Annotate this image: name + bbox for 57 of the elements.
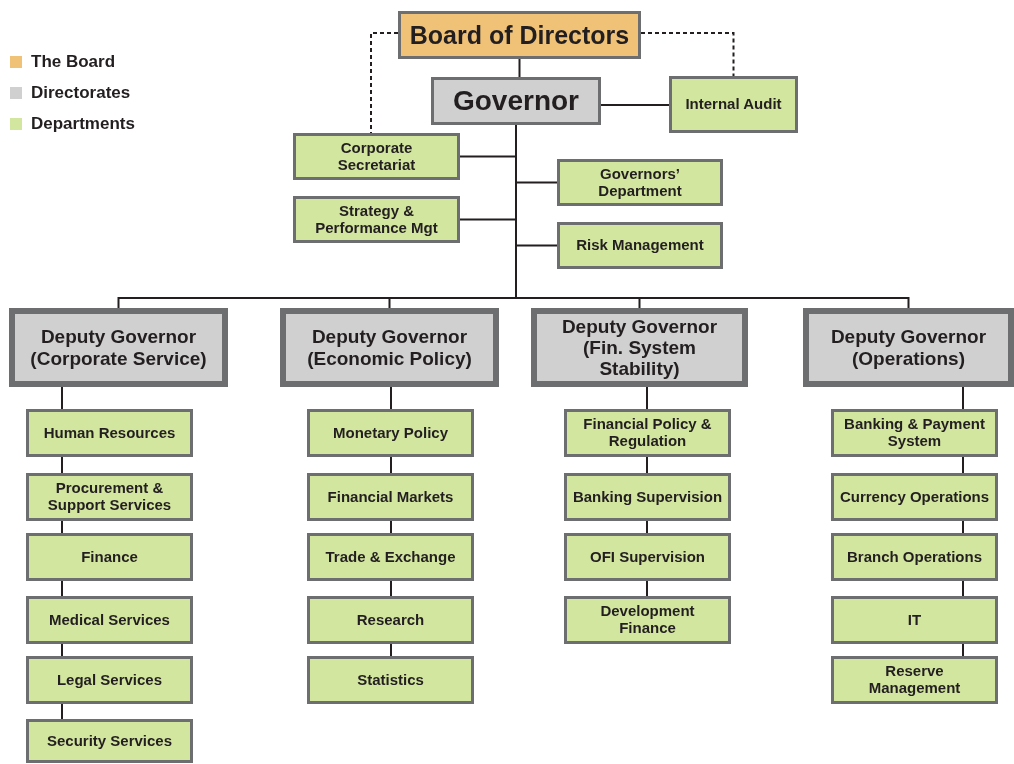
connector-line	[962, 580, 964, 597]
department-box: Financial Markets	[307, 473, 474, 521]
legend-label: The Board	[31, 52, 116, 72]
connector-line	[390, 643, 392, 657]
department-box: Corporate Secretariat	[293, 133, 460, 180]
legend-label: Directorates	[31, 83, 131, 103]
connector-line	[962, 520, 964, 534]
connector-line	[646, 580, 648, 597]
directorate-box: Deputy Governor (Operations)	[803, 308, 1014, 387]
department-box: Medical Services	[26, 596, 193, 644]
department-box: Internal Audit	[669, 76, 798, 133]
connector-line	[61, 520, 63, 534]
department-box: Legal Services	[26, 656, 193, 704]
directorate-box: Deputy Governor (Corporate Service)	[9, 308, 228, 387]
department-box: Strategy & Performance Mgt	[293, 196, 460, 243]
department-box: Statistics	[307, 656, 474, 704]
department-box: Research	[307, 596, 474, 644]
connector-line	[61, 386, 63, 410]
board-box: Board of Directors	[398, 11, 641, 59]
connector-line	[390, 386, 392, 410]
department-box: Procurement & Support Services	[26, 473, 193, 521]
connector-line	[646, 520, 648, 534]
governor-box: Governor	[431, 77, 601, 125]
department-box: Human Resources	[26, 409, 193, 457]
connector-line	[390, 456, 392, 474]
department-box: Risk Management	[557, 222, 723, 269]
dashed-connector	[640, 32, 735, 77]
department-box: Currency Operations	[831, 473, 998, 521]
department-box: Security Services	[26, 719, 193, 763]
connector-line	[646, 386, 648, 410]
connector-line	[61, 456, 63, 474]
department-box: OFI Supervision	[564, 533, 731, 581]
connector-line	[962, 643, 964, 657]
legend-label: Departments	[31, 114, 135, 134]
connector-line	[61, 580, 63, 597]
connector-line	[390, 580, 392, 597]
department-box: Finance	[26, 533, 193, 581]
connector-line	[646, 456, 648, 474]
connector-line	[61, 703, 63, 720]
department-box: Financial Policy & Regulation	[564, 409, 731, 457]
connector-line	[390, 520, 392, 534]
connector-line	[518, 58, 521, 78]
department-box: Trade & Exchange	[307, 533, 474, 581]
connector-line	[962, 386, 964, 410]
department-box: IT	[831, 596, 998, 644]
department-box: Monetary Policy	[307, 409, 474, 457]
connector-line	[600, 104, 670, 106]
department-box: Governors’ Department	[557, 159, 723, 206]
department-box: Banking Supervision	[564, 473, 731, 521]
department-box: Development Finance	[564, 596, 731, 644]
department-box: Reserve Management	[831, 656, 998, 704]
connector-line	[962, 456, 964, 474]
department-box: Branch Operations	[831, 533, 998, 581]
directorate-box: Deputy Governor (Economic Policy)	[280, 308, 499, 387]
connector-line	[61, 643, 63, 657]
department-box: Banking & Payment System	[831, 409, 998, 457]
directorate-box: Deputy Governor (Fin. System Stability)	[531, 308, 748, 387]
